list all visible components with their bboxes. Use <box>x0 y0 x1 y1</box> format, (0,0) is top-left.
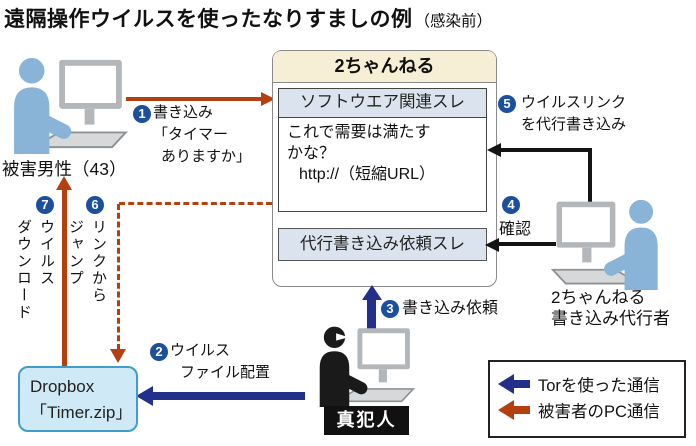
step1-arrow-shaft <box>126 97 263 101</box>
step1-arrowhead-icon <box>261 92 275 106</box>
dropbox-line1: Dropbox <box>30 377 95 396</box>
step7-arrow-shaft <box>62 189 67 366</box>
board-header: 2ちゃんねる <box>273 51 496 83</box>
agent-person-pc-icon <box>551 198 659 290</box>
post-url: http://（短縮URL） <box>299 166 436 183</box>
step5-line1: ウイルスリンク <box>521 94 627 111</box>
step1-line3: ありますか」 <box>161 148 252 165</box>
step7-badge: 7 <box>36 196 54 214</box>
step2-arrowhead-icon <box>136 386 153 406</box>
step1-line2: 「タイマー <box>153 126 229 143</box>
agent-label-line1: 2ちゃんねる <box>551 288 646 307</box>
page-title: 遠隔操作ウイルスを使ったなりすましの例（感染前） <box>4 3 492 33</box>
legend-row-victim-pc: 被害者のPC通信 <box>498 397 676 423</box>
step7-label: ウイルス ダウンロード <box>12 219 58 379</box>
legend-victim-pc-label: 被害者のPC通信 <box>538 403 660 421</box>
step2-line1: ウイルス <box>170 342 231 359</box>
victim-pc-arrow-icon <box>498 400 531 420</box>
step2-line2: ファイル配置 <box>180 364 271 381</box>
software-thread-box: ソフトウエア関連スレ これで需要は満たす かな？ http://（短縮URL） <box>278 88 487 212</box>
step6-arrow-dash-v <box>117 204 120 350</box>
legend-box: Torを使った通信 被害者のPC通信 <box>488 360 686 438</box>
step5-arrow-shaft-v <box>588 148 592 204</box>
step3-badge: 3 <box>381 300 399 318</box>
dropbox-line2: 「Timer.zip」 <box>30 403 133 422</box>
step6-arrowhead-icon <box>110 349 126 363</box>
criminal-person-pc-icon <box>318 325 415 407</box>
criminal-eye-icon <box>336 333 349 341</box>
request-thread-box: 代行書き込み依頼スレ <box>278 228 487 261</box>
step6-badge: 6 <box>86 196 104 214</box>
step2-badge: 2 <box>150 343 168 361</box>
title-sub: （感染前） <box>414 13 493 30</box>
step7-arrowhead-icon <box>56 176 72 190</box>
victim-label: 被害男性（43） <box>2 159 127 179</box>
step1-label: 書き込み 「タイマー ありますか」 <box>153 102 251 168</box>
step5-arrow-shaft-h <box>499 148 592 152</box>
step4-badge: 4 <box>502 196 520 214</box>
step4-label: 確認 <box>499 221 532 238</box>
post-line2: かな？ <box>287 145 336 162</box>
title-main: 遠隔操作ウイルスを使ったなりすましの例 <box>4 8 413 31</box>
post-text: これで需要は満たす かな？ http://（短縮URL） <box>279 118 486 189</box>
step3-label: 書き込み依頼 <box>402 300 499 317</box>
criminal-label: 真犯人 <box>324 406 409 435</box>
agent-label-line2: 書き込み代行者 <box>551 309 670 328</box>
step5-line2: を代行書き込み <box>521 116 627 133</box>
legend-tor-label: Torを使った通信 <box>538 377 660 395</box>
step3-arrow-shaft <box>367 299 376 331</box>
step3-arrowhead-icon <box>362 285 382 300</box>
step5-arrowhead-icon <box>487 143 501 157</box>
step6-label: リンクから ジャンプ <box>64 219 110 359</box>
legend-row-tor: Torを使った通信 <box>498 371 676 397</box>
agent-label: 2ちゃんねる 書き込み代行者 <box>551 287 670 329</box>
dropbox-box: Dropbox 「Timer.zip」 <box>18 366 138 432</box>
step7-line2: ダウンロード <box>15 219 32 321</box>
step4-arrow-shaft <box>498 242 556 246</box>
step2-arrow-shaft <box>152 392 305 400</box>
software-thread-title: ソフトウエア関連スレ <box>279 89 486 118</box>
step6-line1: リンクから <box>90 219 107 304</box>
step1-badge: 1 <box>133 105 151 123</box>
step5-badge: 5 <box>498 95 516 113</box>
step6-arrow-dash-h <box>119 202 272 205</box>
step7-line1: ウイルス <box>38 219 55 287</box>
step5-label: ウイルスリンク を代行書き込み <box>521 92 626 136</box>
step1-line1: 書き込み <box>153 104 214 121</box>
step6-line2: ジャンプ <box>67 219 84 287</box>
post-line1: これで需要は満たす <box>287 124 431 141</box>
step4-arrowhead-icon <box>485 238 499 252</box>
step2-label: ウイルス ファイル配置 <box>170 340 270 384</box>
tor-arrow-icon <box>498 374 531 394</box>
victim-person-pc-icon <box>13 56 127 154</box>
